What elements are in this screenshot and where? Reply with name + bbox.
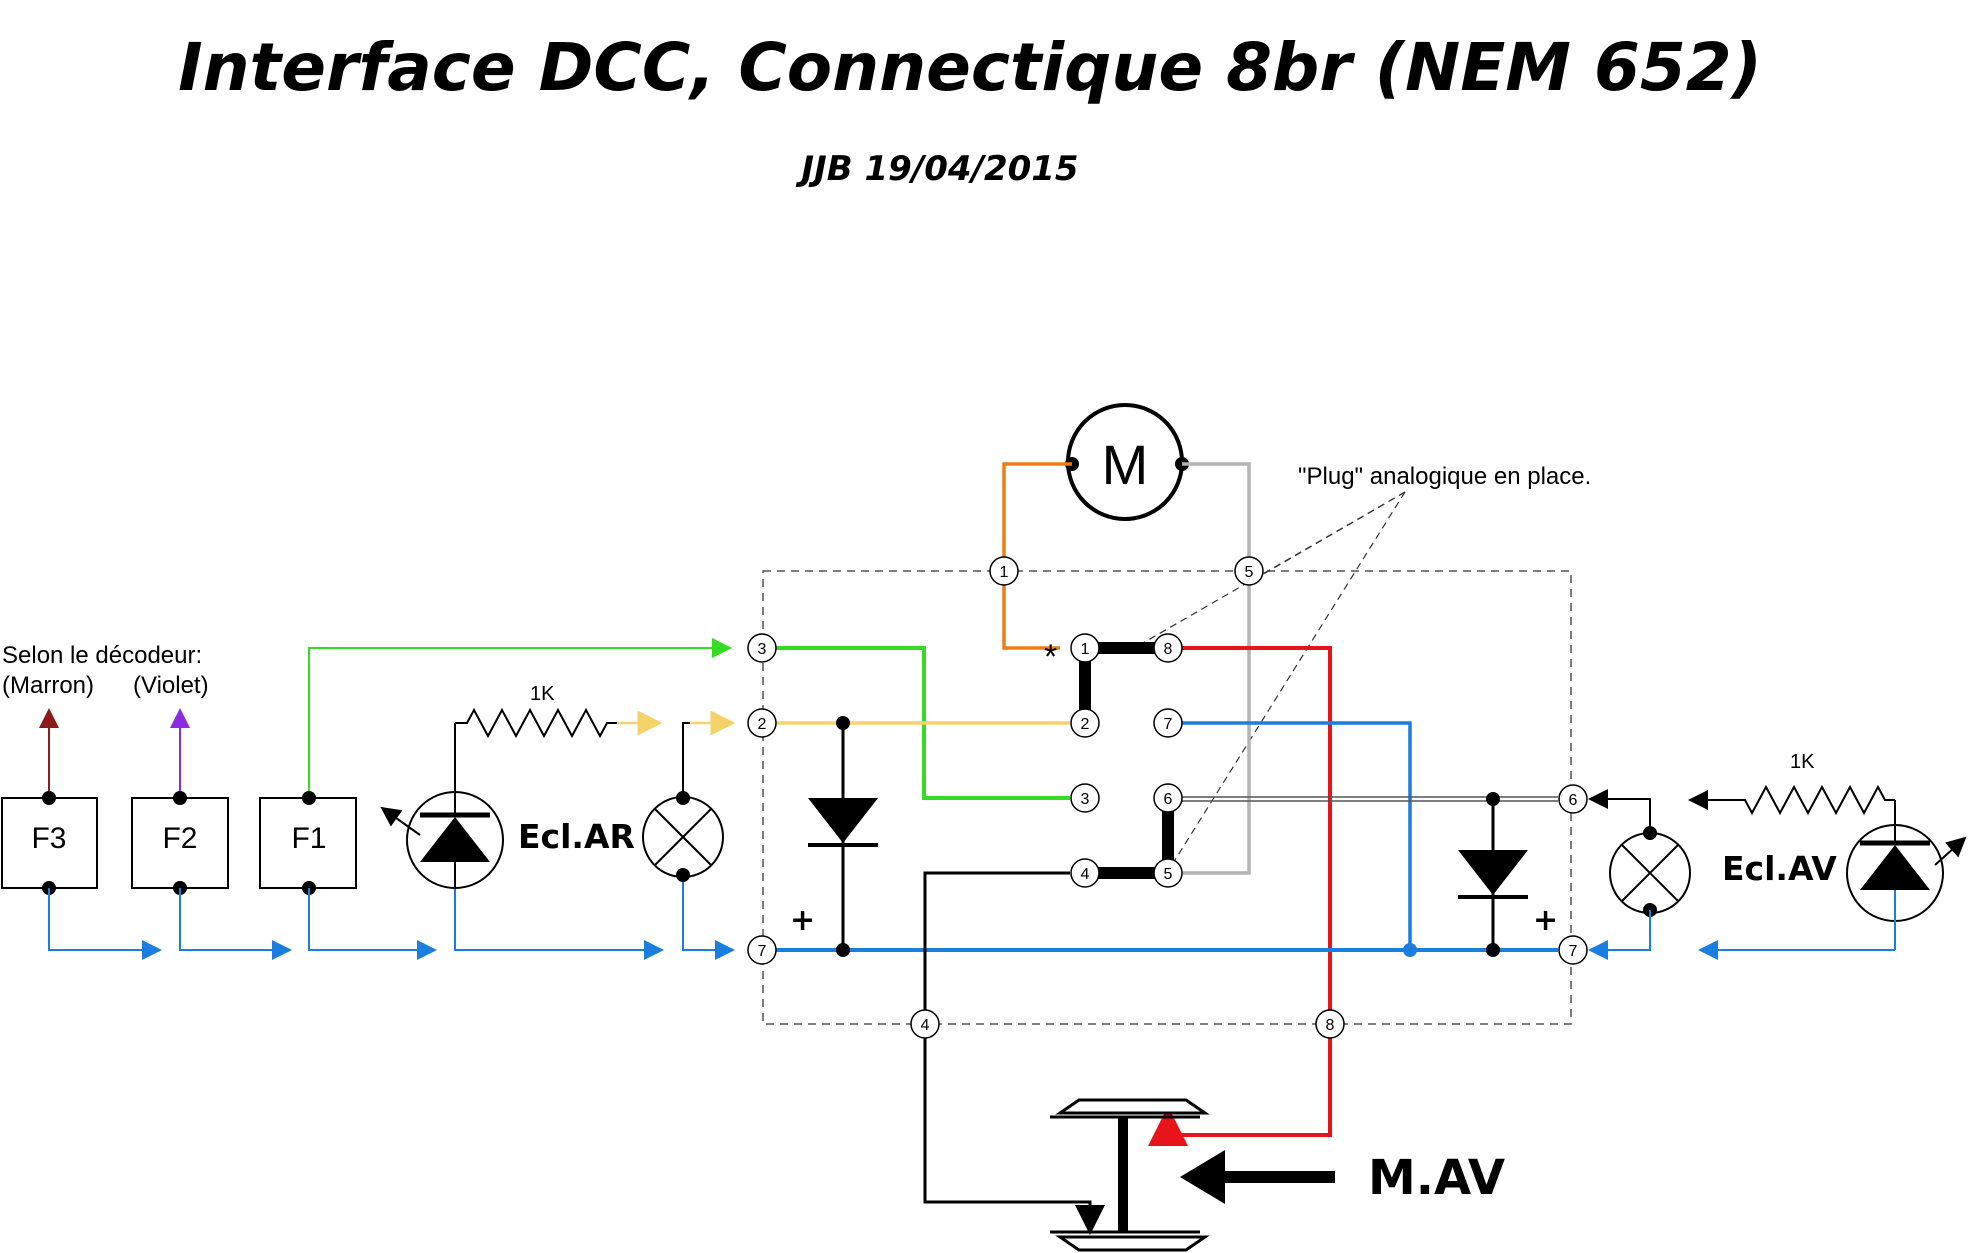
- svg-text:7: 7: [1164, 716, 1173, 733]
- wire-black: [923, 871, 1092, 1228]
- wire-orange: [1002, 462, 1072, 650]
- lamp-av: [1588, 789, 1691, 960]
- plus-right: +: [1533, 903, 1558, 938]
- axle-symbol: [1050, 1098, 1210, 1252]
- svg-text:8: 8: [1326, 1017, 1335, 1034]
- marron-label: (Marron): [2, 672, 94, 699]
- diode-left: [808, 716, 878, 957]
- plug-note: "Plug" analogique en place.: [1298, 463, 1591, 490]
- svg-text:2: 2: [1081, 716, 1090, 733]
- resistor-right: [1688, 784, 1895, 816]
- mav-label: M.AV: [1368, 1150, 1505, 1206]
- led-ar: [380, 723, 504, 889]
- plug-leaders: [1142, 491, 1406, 869]
- svg-text:4: 4: [921, 1017, 930, 1034]
- plug-links: [1079, 642, 1174, 879]
- diode-right: [1458, 792, 1528, 957]
- wire-grey: [1169, 462, 1251, 875]
- svg-text:F3: F3: [31, 822, 66, 855]
- wire-yellow-lamp: [682, 722, 733, 798]
- ecl-av-label: Ecl.AV: [1722, 849, 1837, 888]
- pins-top: 1 5: [989, 556, 1264, 586]
- svg-text:2: 2: [758, 716, 767, 733]
- svg-text:4: 4: [1081, 866, 1090, 883]
- selon-label: Selon le décodeur:: [2, 642, 202, 669]
- svg-text:6: 6: [1569, 792, 1578, 809]
- lamp-ar: [642, 791, 724, 882]
- plus-left: +: [790, 903, 815, 938]
- svg-text:5: 5: [1164, 866, 1173, 883]
- pins-bottom: 4 8: [910, 1009, 1345, 1039]
- ecl-ar-label: Ecl.AR: [518, 817, 635, 856]
- pins-right: 6 7: [1558, 784, 1588, 965]
- led-av: [1698, 800, 1967, 960]
- svg-text:5: 5: [1245, 564, 1254, 581]
- svg-text:3: 3: [1081, 791, 1090, 808]
- bottom-blue-left: [48, 875, 735, 960]
- pins-center-right: 8 7 6 5: [1153, 633, 1183, 888]
- svg-text:6: 6: [1164, 791, 1173, 808]
- pins-center-left: 1 2 3 4: [1070, 633, 1100, 888]
- wire-blue-pin7: [1180, 721, 1412, 950]
- svg-text:8: 8: [1164, 641, 1173, 658]
- page-subtitle: JJB 19/04/2015: [795, 149, 1078, 189]
- svg-text:3: 3: [758, 641, 767, 658]
- svg-text:7: 7: [1569, 943, 1578, 960]
- svg-text:F2: F2: [162, 822, 197, 855]
- motor-label: M: [1102, 433, 1149, 496]
- svg-text:1: 1: [1081, 641, 1090, 658]
- function-box-f2: F2: [131, 708, 229, 895]
- function-box-f1: F1: [259, 791, 357, 895]
- svg-text:7: 7: [758, 943, 767, 960]
- resistor-left: [455, 707, 617, 739]
- function-box-f3: F3: [1, 708, 98, 895]
- wire-green-f1: [308, 638, 732, 798]
- resistor-right-label: 1K: [1790, 751, 1815, 773]
- pins-left: 3 2 7: [747, 633, 777, 965]
- svg-text:F1: F1: [291, 822, 326, 855]
- page-title: Interface DCC, Connectique 8br (NEM 652): [178, 29, 1762, 106]
- star-mark: *: [1044, 638, 1057, 676]
- violet-label: (Violet): [133, 672, 209, 699]
- svg-text:1: 1: [1000, 564, 1009, 581]
- resistor-left-label: 1K: [530, 683, 555, 705]
